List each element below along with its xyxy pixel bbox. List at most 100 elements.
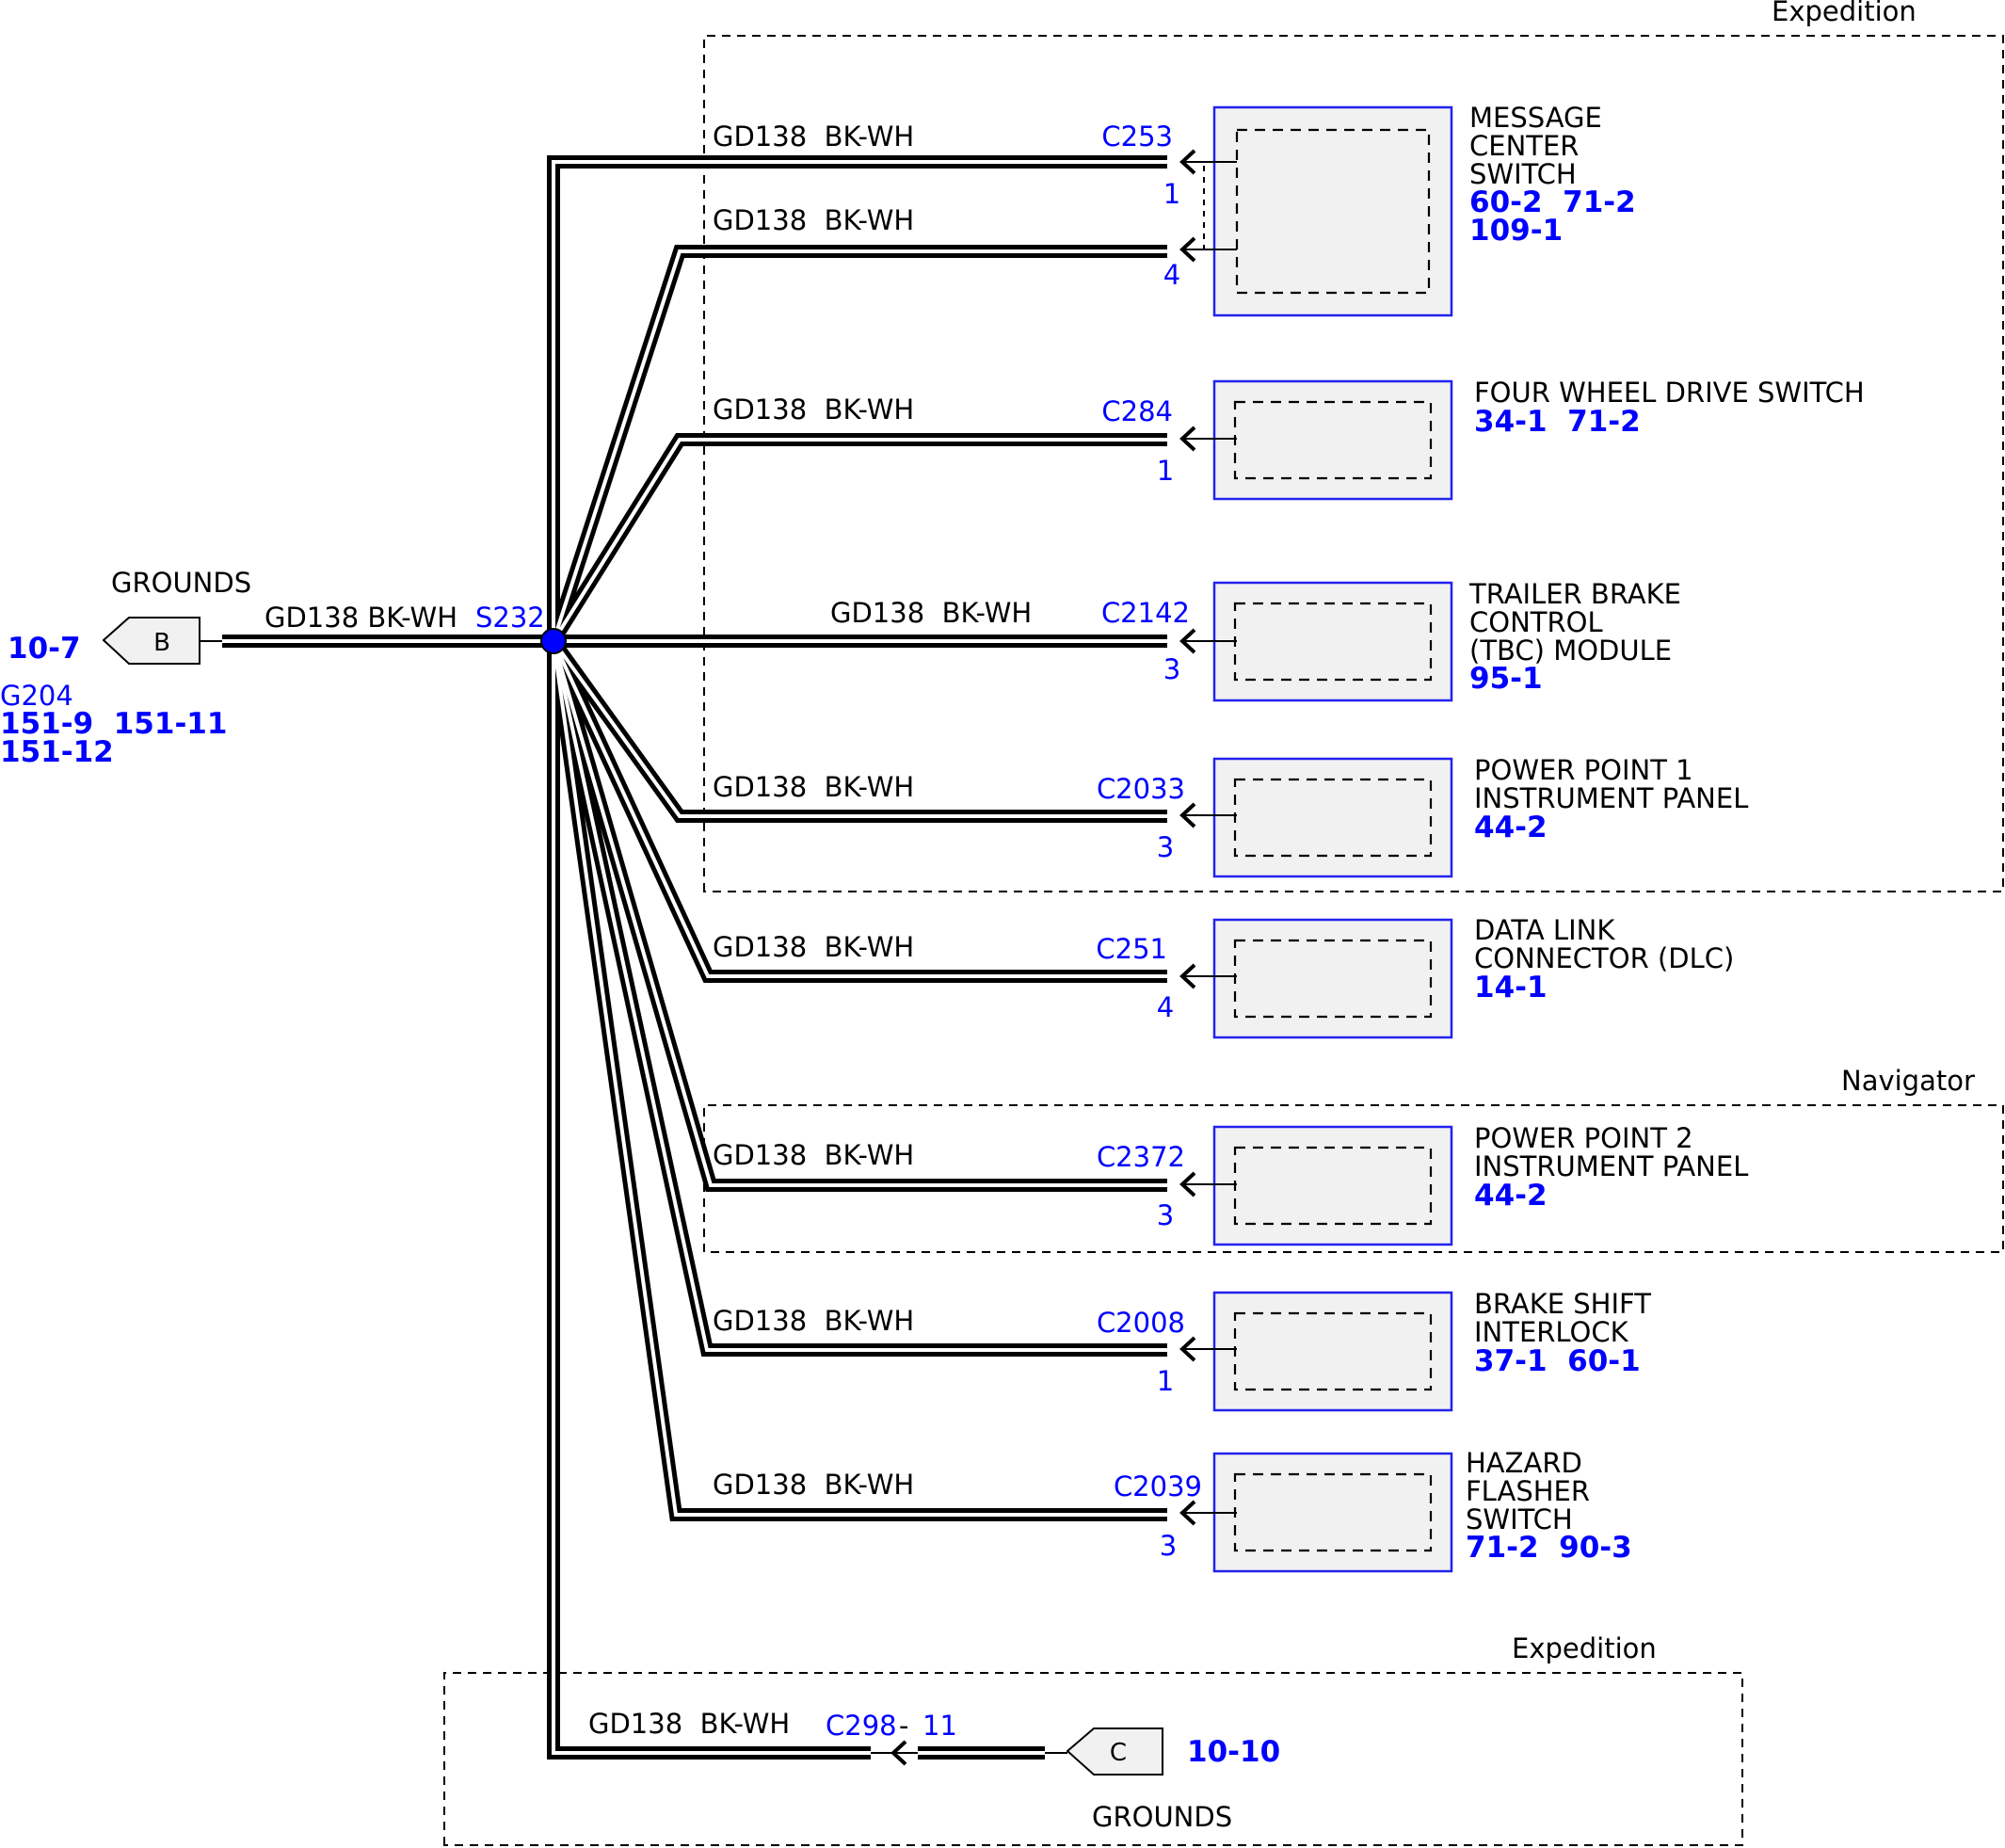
ground-location[interactable]: G204 — [0, 680, 73, 712]
left-page-ref[interactable]: 10-7 — [8, 632, 81, 666]
grounds-label-bottom: GROUNDS — [1092, 1801, 1232, 1833]
connector-c284[interactable]: C284 — [1101, 395, 1173, 427]
component-power-point-1-ref-1[interactable]: 44-2 — [1474, 811, 1548, 844]
component-box-dlc[interactable] — [1212, 918, 1453, 1039]
component-hazard-flasher-switch-name-3: SWITCH — [1466, 1503, 1573, 1535]
component-box-4wd-switch[interactable] — [1212, 379, 1453, 501]
component-message-center-switch-name-2: CENTER — [1469, 130, 1579, 162]
component-box-hazard-flasher-switch[interactable] — [1212, 1452, 1453, 1573]
region-expedition-top — [703, 35, 2004, 892]
wire-harness — [200, 155, 1167, 1760]
component-tbc-module-ref-1[interactable]: 95-1 — [1469, 662, 1543, 696]
grounds-label-left: GROUNDS — [111, 567, 251, 599]
wire-c253-4-inner — [552, 249, 1167, 642]
component-box-brake-shift-interlock[interactable] — [1212, 1291, 1453, 1412]
wire-c2033-inner — [552, 639, 1167, 818]
connector-c2372[interactable]: C2372 — [1097, 1141, 1185, 1173]
connector-arrow-c298[interactable] — [871, 1740, 918, 1766]
wire-label-c2039: GD138 BK-WH — [713, 1469, 914, 1501]
component-dlc-name-1: DATA LINK — [1474, 914, 1615, 946]
component-box-tbc-module-outline — [1212, 581, 1453, 702]
ground-connector-b[interactable]: B — [102, 617, 200, 665]
wire-c2008-outer[interactable] — [547, 639, 1167, 1357]
connector-c2008[interactable]: C2008 — [1097, 1307, 1185, 1339]
bottom-wire-label: GD138 BK-WH — [588, 1708, 790, 1740]
connector-arrow-c253-1[interactable] — [1179, 149, 1237, 175]
component-tbc-module-name-2: CONTROL — [1469, 606, 1603, 638]
component-message-center-switch-name-1: MESSAGE — [1469, 102, 1602, 134]
connector-arrow-c2033[interactable] — [1179, 802, 1237, 828]
ground-b-letter: B — [153, 629, 170, 657]
ground-refs-line2[interactable]: 151-12 — [0, 735, 114, 769]
component-message-center-switch-name-3: SWITCH — [1469, 158, 1577, 190]
component-brake-shift-interlock-ref-1[interactable]: 37-1 60-1 — [1474, 1344, 1641, 1378]
component-hazard-flasher-switch-name-1: HAZARD — [1466, 1447, 1582, 1479]
component-dlc-ref-1[interactable]: 14-1 — [1474, 971, 1548, 1004]
component-box-power-point-2[interactable] — [1212, 1125, 1453, 1246]
region-label-navigator: Navigator — [1841, 1065, 1975, 1097]
connector-c298-pin: 11 — [922, 1710, 957, 1742]
connector-arrow-c251[interactable] — [1179, 963, 1237, 989]
component-box-power-point-1[interactable] — [1212, 757, 1453, 878]
connector-arrow-c284[interactable] — [1179, 426, 1237, 452]
component-power-point-2-name-1: POWER POINT 2 — [1474, 1122, 1693, 1154]
component-box-hazard-flasher-switch-outline — [1212, 1452, 1453, 1573]
component-tbc-module-name-3: (TBC) MODULE — [1469, 635, 1672, 667]
component-box-dlc-inner — [1233, 939, 1433, 1019]
component-tbc-module-name-1: TRAILER BRAKE — [1468, 578, 1681, 610]
wire-c2372-outer[interactable] — [547, 639, 1167, 1192]
component-message-center-switch-ref-1[interactable]: 60-2 71-2 — [1469, 185, 1636, 219]
connector-arrow-c253-4[interactable] — [1179, 236, 1237, 263]
component-power-point-2-ref-1[interactable]: 44-2 — [1474, 1179, 1548, 1213]
pin-c2372: 3 — [1157, 1199, 1174, 1231]
component-box-dlc-outline — [1212, 918, 1453, 1039]
component-box-message-center-switch[interactable] — [1212, 105, 1453, 317]
component-box-brake-shift-interlock-outline — [1212, 1291, 1453, 1412]
connector-c251[interactable]: C251 — [1096, 933, 1167, 965]
component-4wd-switch-ref-1[interactable]: 34-1 71-2 — [1474, 405, 1641, 439]
splice-s232-dot[interactable] — [540, 628, 567, 654]
component-box-brake-shift-interlock-inner — [1233, 1311, 1433, 1391]
pin-c2008: 1 — [1157, 1365, 1174, 1397]
ground-c-letter: C — [1110, 1739, 1127, 1767]
component-power-point-1-name-1: POWER POINT 1 — [1474, 754, 1693, 786]
wire-c284-inner — [552, 438, 1167, 643]
component-message-center-switch-ref-2[interactable]: 109-1 — [1469, 214, 1563, 248]
component-box-tbc-module[interactable] — [1212, 581, 1453, 702]
connector-arrow-c2142[interactable] — [1179, 628, 1237, 654]
ground-b-shape — [102, 617, 200, 665]
wire-c2008-inner — [552, 640, 1167, 1352]
connector-c2033[interactable]: C2033 — [1097, 773, 1185, 805]
component-hazard-flasher-switch-ref-1[interactable]: 71-2 90-3 — [1466, 1531, 1632, 1565]
wire-c2372-inner — [552, 640, 1167, 1187]
wire-label-c2372: GD138 BK-WH — [713, 1139, 914, 1171]
connector-arrow-c2039[interactable] — [1179, 1500, 1237, 1526]
connector-c2039[interactable]: C2039 — [1114, 1470, 1202, 1503]
pin-c2142: 3 — [1163, 653, 1180, 685]
wire-label-c2142: GD138 BK-WH — [830, 597, 1032, 629]
component-brake-shift-interlock-name-1: BRAKE SHIFT — [1474, 1288, 1651, 1320]
wire-c251-outer[interactable] — [547, 638, 1167, 983]
wire-label-c2033: GD138 BK-WH — [713, 771, 914, 803]
ground-refs-line1[interactable]: 151-9 151-11 — [0, 707, 227, 741]
branch-labels: GD138 BK-WH C253 1 GD138 BK-WH 4 GD138 B… — [713, 121, 1202, 1562]
connector-arrow-c2372[interactable] — [1179, 1171, 1237, 1197]
pin-c251: 4 — [1157, 991, 1174, 1023]
connector-c298[interactable]: C298 — [826, 1710, 897, 1742]
connector-c253[interactable]: C253 — [1101, 121, 1173, 153]
connector-c2142[interactable]: C2142 — [1101, 597, 1190, 629]
component-box-power-point-2-outline — [1212, 1125, 1453, 1246]
connector-arrow-c2008[interactable] — [1179, 1336, 1237, 1362]
component-labels: MESSAGE CENTER SWITCH 60-2 71-2 109-1 FO… — [1466, 102, 1865, 1565]
component-box-power-point-2-inner — [1233, 1146, 1433, 1226]
connector-arrows — [871, 149, 1237, 1766]
connector-c298-separator: - — [899, 1710, 908, 1742]
wire-label-c284: GD138 BK-WH — [713, 394, 914, 426]
bottom-page-ref[interactable]: 10-10 — [1187, 1735, 1280, 1769]
component-hazard-flasher-switch-name-2: FLASHER — [1466, 1475, 1590, 1507]
component-brake-shift-interlock-name-2: INTERLOCK — [1474, 1316, 1629, 1348]
ground-connector-c[interactable]: C — [1066, 1727, 1163, 1776]
component-box-message-center-switch-inner — [1235, 128, 1431, 295]
splice-label[interactable]: S232 — [475, 602, 545, 634]
